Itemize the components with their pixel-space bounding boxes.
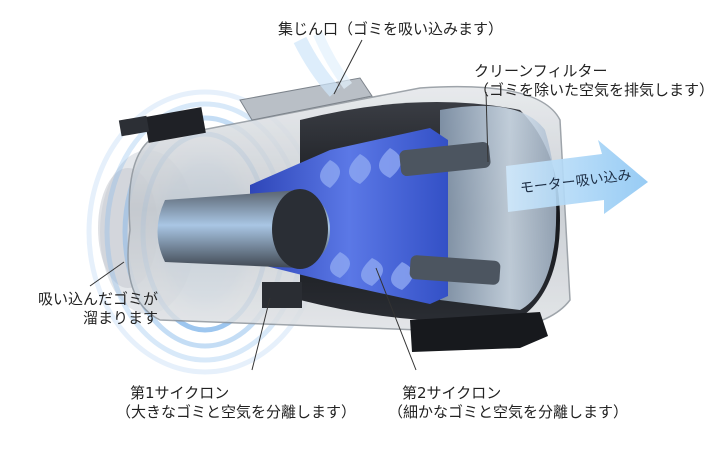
leader-first-cyclone	[251, 297, 271, 371]
label-first-cyclone: 第1サイクロン （大きなゴミと空気を分離します）	[116, 384, 357, 421]
label-second-cyclone: 第2サイクロン （細かなゴミと空気を分離します）	[388, 384, 629, 421]
motor-intake-arrow	[506, 140, 648, 214]
leader-lines	[89, 39, 489, 371]
leader-collected-dust	[89, 261, 125, 287]
label-clean-filter: クリーンフィルター （ゴミを除いた空気を排気します）	[474, 62, 715, 99]
leader-second-cyclone	[375, 267, 417, 371]
label-dust-inlet: 集じん口（ゴミを吸い込みます）	[278, 20, 504, 38]
label-collected-dust: 吸い込んだゴミが 溜まります	[37, 290, 158, 327]
dust-inlet-port	[118, 32, 373, 143]
second-cyclone-vanes	[320, 148, 413, 290]
leader-clean-filter	[485, 91, 489, 163]
exhaust-tubes	[399, 141, 501, 285]
inner-cup	[272, 189, 328, 269]
leader-dust-inlet	[333, 39, 363, 95]
